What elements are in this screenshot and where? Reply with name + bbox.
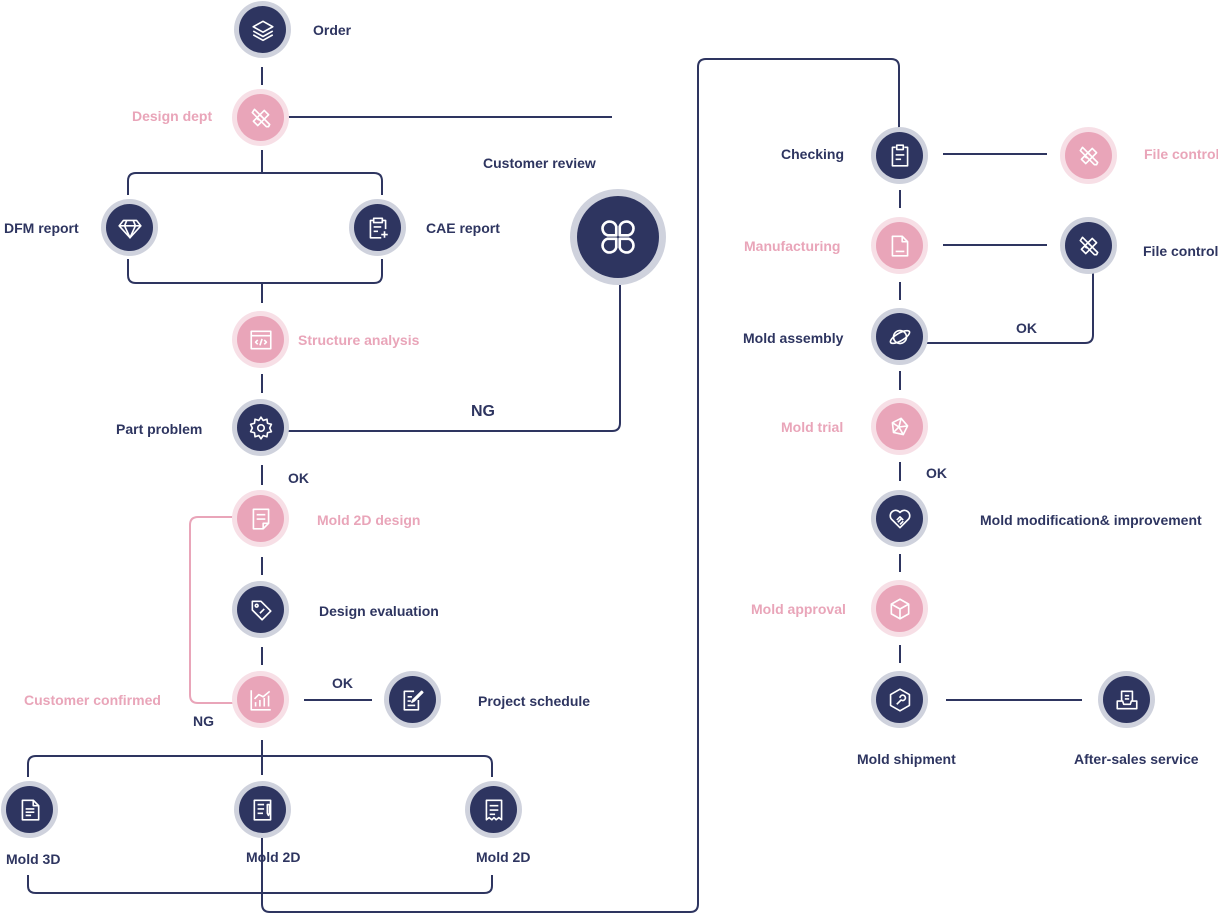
dfm-report-node[interactable]: [101, 199, 158, 256]
mold-assembly-node[interactable]: [871, 308, 928, 365]
layers-icon: [251, 20, 274, 41]
wrench-hexagon-icon: [889, 687, 910, 712]
mold-2d-b-label: Mold 2D: [476, 849, 531, 865]
ng-review-label: NG: [471, 403, 495, 420]
mold-2d-design-node[interactable]: [232, 490, 289, 547]
file-control-mid-node[interactable]: [1060, 217, 1117, 274]
file-lines-icon: [21, 798, 39, 821]
customer-confirmed-label: Customer confirmed: [24, 692, 161, 708]
clipboard-pin-icon: [891, 143, 908, 167]
file-control-top-node[interactable]: [1060, 127, 1117, 184]
code-window-icon: [249, 330, 272, 349]
customer-review-node[interactable]: [570, 189, 666, 285]
pencil-ruler-icon: [251, 108, 270, 127]
ok-confirmed-label: OK: [332, 675, 353, 691]
checking-label: Checking: [781, 146, 845, 162]
mold-assembly-label: Mold assembly: [743, 330, 844, 346]
document-icon: [252, 507, 269, 530]
cae-report-label: CAE report: [426, 220, 500, 236]
design-dept-node[interactable]: [232, 89, 289, 146]
manufacturing-label: Manufacturing: [744, 238, 841, 254]
ok-part-label: OK: [288, 470, 309, 486]
mold-shipment-label: Mold shipment: [857, 751, 956, 767]
mold-modification-node[interactable]: [871, 490, 928, 547]
mold-2d-a-label: Mold 2D: [246, 849, 301, 865]
mold-2d-design-label: Mold 2D design: [317, 512, 421, 528]
manufacturing-node[interactable]: [871, 217, 928, 274]
pencil-ruler-icon: [1079, 236, 1098, 255]
ok-trial-label: OK: [926, 465, 947, 481]
diamond-icon: [117, 219, 142, 239]
mold-2d-a-node[interactable]: [234, 781, 291, 838]
receipt-icon: [485, 798, 502, 821]
ng-confirmed-label: NG: [193, 713, 214, 729]
design-evaluation-node[interactable]: [232, 581, 289, 638]
structure-analysis-label: Structure analysis: [298, 332, 420, 348]
ok-assembly-label: OK: [1016, 320, 1037, 336]
mold-trial-label: Mold trial: [781, 419, 844, 435]
project-schedule-node[interactable]: [384, 671, 441, 728]
cae-report-node[interactable]: [349, 199, 406, 256]
after-sales-label: After-sales service: [1074, 751, 1199, 767]
structure-analysis-node[interactable]: [232, 311, 289, 368]
customer-confirmed-node[interactable]: [232, 671, 289, 728]
after-sales-node[interactable]: [1098, 671, 1155, 728]
clover-icon: [601, 220, 635, 254]
mold-trial-node[interactable]: [871, 398, 928, 455]
mold-modification-label: Mold modification& improvement: [980, 512, 1202, 528]
inbox-icon: [1115, 690, 1138, 709]
part-problem-node[interactable]: [232, 399, 289, 456]
mold-approval-label: Mold approval: [751, 601, 846, 617]
order-label: Order: [313, 22, 352, 38]
part-problem-label: Part problem: [116, 421, 203, 437]
mold-shipment-node[interactable]: [871, 671, 928, 728]
clipboard-add-icon: [369, 216, 388, 239]
checking-node[interactable]: [871, 127, 928, 184]
mold-approval-node[interactable]: [871, 580, 928, 637]
project-schedule-label: Project schedule: [478, 693, 591, 709]
mold-3d-label: Mold 3D: [6, 851, 61, 867]
mold-3d-node[interactable]: [1, 781, 58, 838]
file-control-mid-label: File control: [1143, 243, 1218, 259]
order-node[interactable]: [234, 1, 291, 58]
design-evaluation-label: Design evaluation: [319, 603, 439, 619]
file-icon: [891, 234, 908, 257]
customer-review-label: Customer review: [483, 155, 596, 171]
box-icon: [890, 597, 909, 620]
file-pen-icon: [253, 798, 271, 821]
planet-icon: [889, 329, 910, 344]
tag-icon: [251, 600, 272, 621]
gear-icon: [249, 415, 272, 440]
edit-document-icon: [403, 690, 424, 711]
network-icon: [891, 417, 908, 435]
mold-2d-b-node[interactable]: [465, 781, 522, 838]
pencil-ruler-icon: [1079, 146, 1098, 165]
design-dept-label: Design dept: [132, 108, 213, 124]
dfm-report-label: DFM report: [4, 220, 79, 236]
chart-icon: [249, 689, 271, 711]
file-control-top-label: File control: [1144, 146, 1218, 162]
handshake-heart-icon: [888, 509, 911, 528]
